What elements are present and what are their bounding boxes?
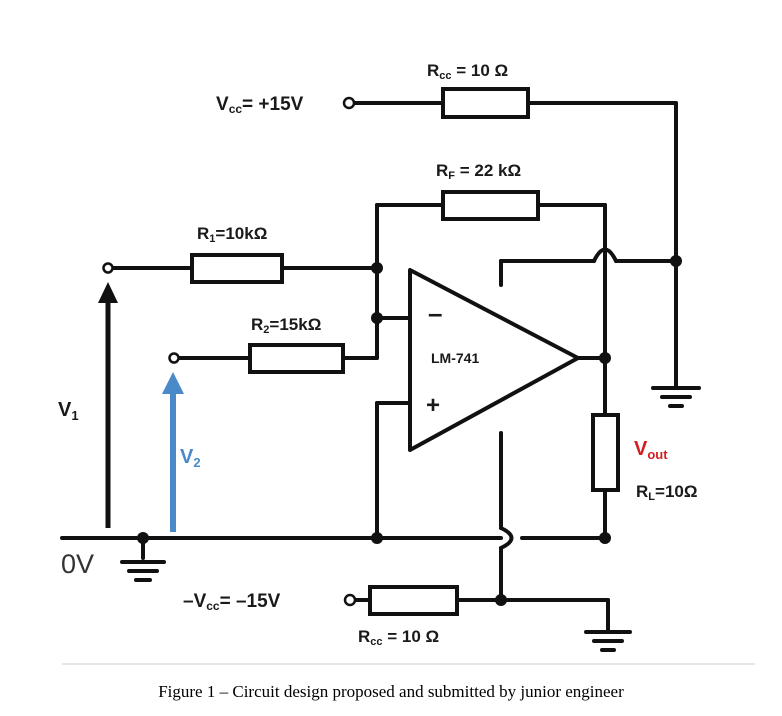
inverting-input-sign: –	[428, 298, 442, 328]
r2-resistor	[248, 343, 345, 374]
figure-caption: Figure 1 – Circuit design proposed and s…	[158, 682, 624, 701]
rcc-bottom-label: Rcc = 10 Ω	[358, 627, 439, 648]
vcc-positive-terminal	[342, 96, 356, 110]
right-ground	[651, 386, 701, 408]
output-branch	[576, 356, 620, 540]
zero-volt-label: 0V	[61, 549, 94, 579]
noninverting-branch	[375, 401, 412, 540]
opamp-triangle	[408, 268, 580, 452]
r2-branch	[168, 343, 379, 374]
rl-resistor	[591, 413, 620, 492]
vcc-negative-terminal	[343, 593, 357, 607]
zero-volt-rail	[60, 536, 607, 582]
v1-label: V1	[58, 399, 79, 423]
inverting-node	[375, 266, 412, 360]
v2-arrow	[162, 372, 184, 532]
r1-resistor	[190, 253, 284, 284]
r2-label: R2=15kΩ	[251, 315, 321, 336]
rf-resistor	[441, 190, 540, 221]
r1-branch	[102, 253, 379, 284]
r1-label: R1=10kΩ	[197, 224, 267, 245]
noninverting-input-sign: +	[426, 392, 440, 419]
vcc-negative-wire	[499, 431, 514, 602]
rf-label: RF = 22 kΩ	[436, 161, 521, 182]
v1-input-terminal	[102, 262, 114, 274]
opamp-supply-wire	[499, 247, 678, 287]
v1-arrow	[98, 282, 118, 528]
v2-label: V2	[180, 446, 201, 470]
vcc-positive-branch	[342, 87, 678, 390]
vout-label: Vout	[634, 438, 668, 462]
junction-dots	[137, 255, 682, 606]
rcc-top-resistor	[441, 87, 530, 119]
vcc-negative-label: –Vcc= –15V	[183, 591, 281, 613]
v2-input-terminal	[168, 352, 180, 364]
rcc-top-label: Rcc = 10 Ω	[427, 61, 508, 82]
feedback-branch	[375, 190, 607, 360]
vcc-positive-label: Vcc= +15V	[216, 94, 304, 116]
rcc-bottom-resistor	[368, 585, 459, 616]
vcc-negative-branch	[343, 585, 632, 652]
opamp-label: LM-741	[431, 350, 479, 366]
rl-label: RL=10Ω	[636, 482, 697, 503]
